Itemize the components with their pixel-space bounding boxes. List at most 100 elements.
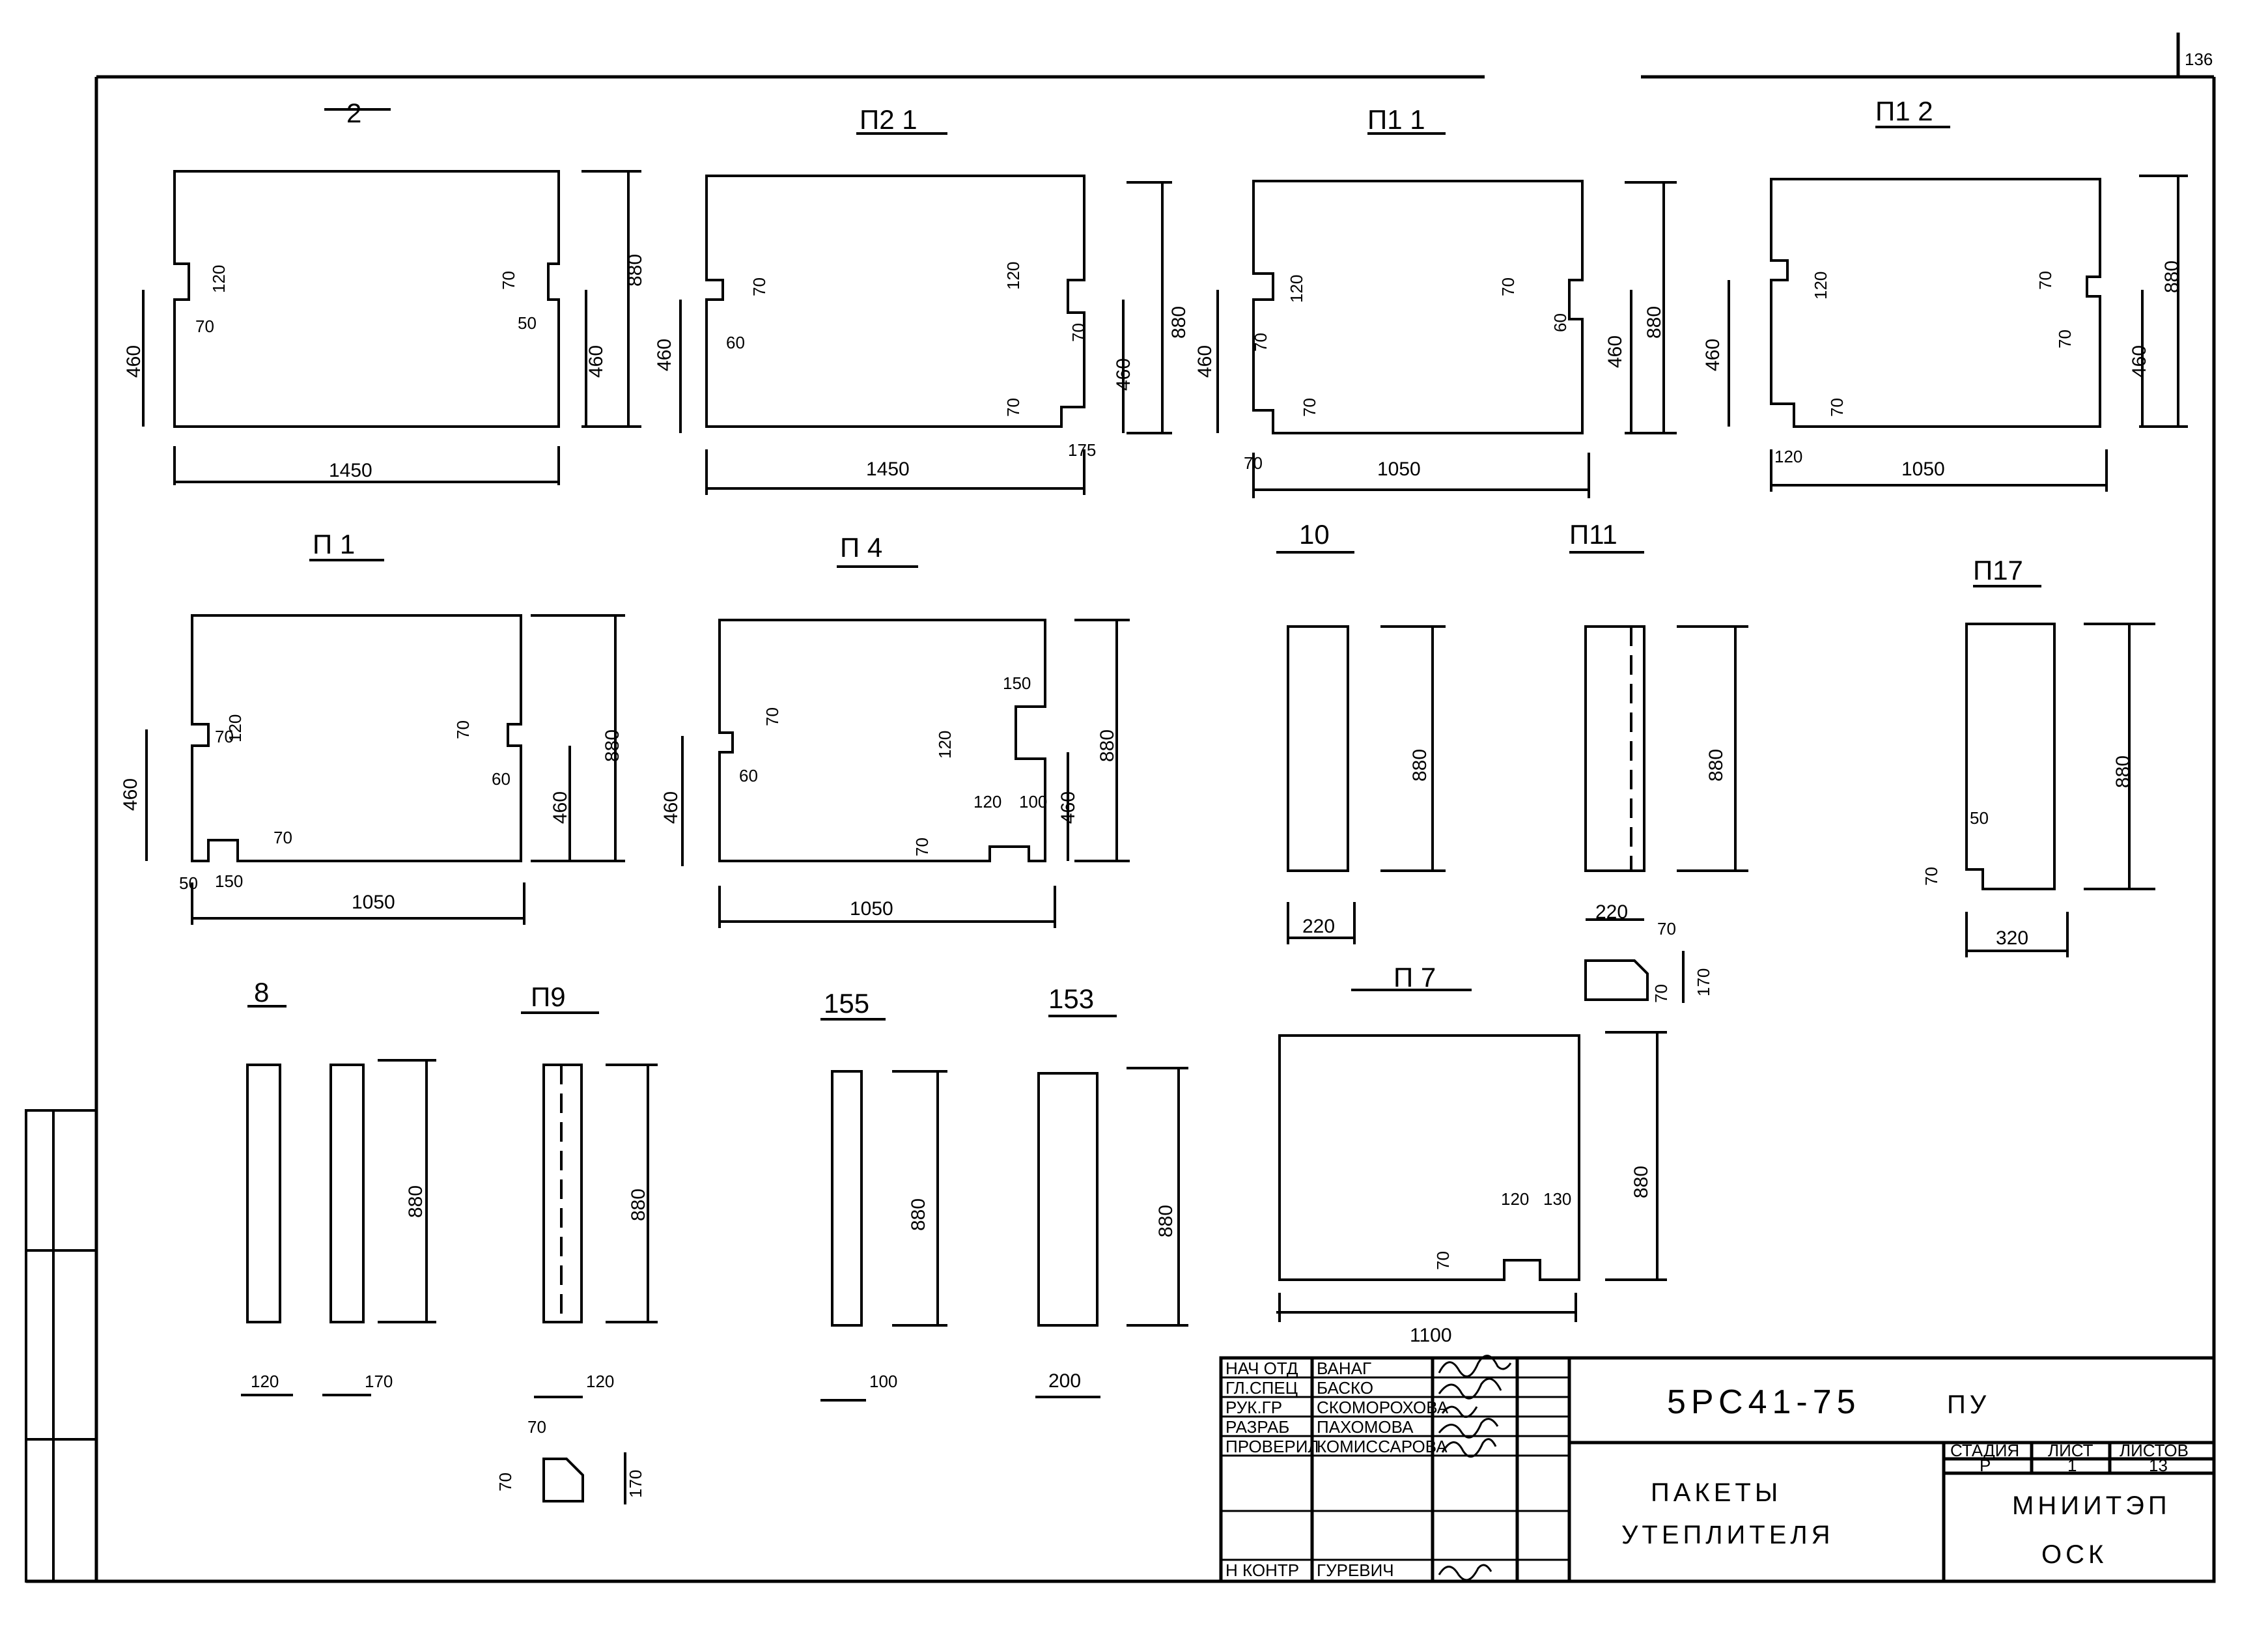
drawing-title-line1: ПАКЕТЫ bbox=[1651, 1478, 1782, 1507]
panel-title: П 1 bbox=[313, 529, 355, 559]
panel-title: 2 bbox=[346, 98, 361, 128]
tb-role-3: РУК.ГР bbox=[1225, 1398, 1282, 1417]
panel-153 bbox=[1035, 1015, 1188, 1398]
dim-left-460: 460 bbox=[1702, 339, 1724, 371]
dim-70b: 70 bbox=[1651, 984, 1671, 1003]
dim-left-460: 460 bbox=[1194, 345, 1216, 378]
panel-p21 bbox=[679, 132, 1172, 495]
panel-title: П 4 bbox=[840, 532, 882, 563]
tb-sheet-header: ЛИСТ bbox=[2048, 1441, 2093, 1460]
panel-p111 bbox=[1569, 551, 1748, 1003]
dim-130: 130 bbox=[1543, 1189, 1571, 1209]
dim-70: 70 bbox=[215, 727, 234, 746]
dim-width: 320 bbox=[1996, 927, 2028, 949]
panel-title: П 7 bbox=[1393, 962, 1436, 993]
panel-title: 10 bbox=[1299, 519, 1330, 550]
panel-title: 8 bbox=[254, 977, 269, 1008]
dim-120: 120 bbox=[1811, 272, 1830, 300]
dim-notch-h: 120 bbox=[209, 265, 229, 293]
dim-70b: 70 bbox=[453, 720, 473, 739]
panel-p11a bbox=[1216, 132, 1677, 498]
dim-70: 70 bbox=[763, 707, 782, 726]
dim-right-460: 460 bbox=[1113, 358, 1134, 391]
dim-notch-r: 70 bbox=[499, 271, 518, 290]
panel-title: П2 1 bbox=[860, 104, 917, 135]
panel-title: 153 bbox=[1048, 983, 1094, 1014]
tb-sheets-header: ЛИСТОВ bbox=[2120, 1441, 2189, 1460]
tb-stage: Р bbox=[1980, 1456, 1991, 1475]
dim-width: 1050 bbox=[1901, 458, 1945, 480]
tb-name-3: СКОМОРОХОВА bbox=[1317, 1398, 1449, 1417]
dim-left-460: 460 bbox=[660, 791, 682, 824]
dim-width: 1100 bbox=[1410, 1325, 1452, 1346]
dim-50: 50 bbox=[179, 873, 198, 893]
dim-120: 120 bbox=[1501, 1189, 1529, 1209]
panel-p1 bbox=[145, 559, 625, 925]
title-block bbox=[1219, 1356, 2216, 1583]
dim-right-460: 460 bbox=[2129, 345, 2150, 378]
dim-70: 70 bbox=[1433, 1251, 1453, 1270]
sheet-number: 136 bbox=[2185, 49, 2213, 69]
drawing-code-suffix: ПУ bbox=[1947, 1390, 1990, 1419]
dim-right-460: 460 bbox=[585, 345, 607, 378]
dim-height: 880 bbox=[1644, 306, 1665, 339]
tb-name-6: ГУРЕВИЧ bbox=[1317, 1560, 1394, 1580]
dim-70b: 70 bbox=[912, 838, 932, 856]
dim-100: 100 bbox=[869, 1372, 897, 1391]
dim-60: 60 bbox=[492, 769, 511, 789]
tb-name-1: ВАНАГ bbox=[1317, 1359, 1371, 1378]
dim-width: 1050 bbox=[352, 892, 395, 913]
tb-name-4: ПАХОМОВА bbox=[1317, 1417, 1414, 1437]
dim-120: 120 bbox=[935, 731, 955, 759]
dim-100: 100 bbox=[1019, 792, 1047, 811]
dim-120: 120 bbox=[586, 1372, 614, 1391]
dim-width: 1050 bbox=[850, 898, 893, 920]
dim-70c: 70 bbox=[273, 828, 292, 847]
panel-155 bbox=[820, 1018, 947, 1402]
dim-170: 170 bbox=[626, 1470, 645, 1498]
dim-right-460: 460 bbox=[1057, 791, 1079, 824]
tb-sheet: 1 bbox=[2067, 1456, 2077, 1475]
panel-title: П9 bbox=[531, 981, 566, 1012]
tb-role-4: РАЗРАБ bbox=[1225, 1417, 1289, 1437]
dim-150: 150 bbox=[1003, 673, 1031, 693]
panel-p17 bbox=[1965, 585, 2155, 957]
dim-height: 880 bbox=[908, 1198, 929, 1231]
panel-title: П17 bbox=[1973, 555, 2023, 585]
dim-170: 170 bbox=[365, 1372, 393, 1391]
dim-height: 880 bbox=[1705, 749, 1727, 782]
dim-120b: 120 bbox=[973, 792, 1001, 811]
dim-height: 880 bbox=[2112, 755, 2134, 788]
tb-sheets: 13 bbox=[2149, 1456, 2168, 1475]
dim-height: 880 bbox=[405, 1185, 427, 1218]
tb-role-6: Н КОНТР bbox=[1225, 1560, 1299, 1580]
tb-org-1: МНИИТЭП bbox=[2012, 1491, 2171, 1520]
panel-p7 bbox=[1276, 989, 1667, 1322]
tb-role-2: ГЛ.СПЕЦ bbox=[1225, 1378, 1298, 1398]
binding-strip bbox=[25, 1109, 98, 1583]
dim-70: 70 bbox=[1657, 919, 1676, 938]
title-block-rows bbox=[1221, 1376, 1569, 1561]
dim-150: 150 bbox=[215, 871, 243, 891]
dim-height: 880 bbox=[602, 729, 623, 762]
dim-height: 880 bbox=[1409, 749, 1431, 782]
dim-50: 50 bbox=[1970, 808, 1989, 828]
dim-notch-w: 70 bbox=[195, 317, 214, 336]
dim-50: 50 bbox=[518, 313, 537, 333]
dim-120: 120 bbox=[1003, 262, 1023, 290]
tb-org-2: ОСК bbox=[2041, 1540, 2107, 1569]
dim-width: 220 bbox=[1302, 916, 1335, 937]
dim-width: 1450 bbox=[329, 460, 372, 481]
dim-70b: 70 bbox=[1069, 323, 1088, 342]
panel-title: 155 bbox=[824, 988, 869, 1019]
panel-p12 bbox=[1728, 126, 2188, 492]
dim-70: 70 bbox=[527, 1417, 546, 1437]
sheet-frame bbox=[26, 33, 2216, 1583]
dim-70d: 70 bbox=[1244, 453, 1263, 473]
tb-name-5: КОМИССАРОВА bbox=[1317, 1437, 1448, 1456]
dim-left-460: 460 bbox=[654, 339, 675, 371]
dim-120b: 120 bbox=[1774, 447, 1802, 466]
dim-120: 120 bbox=[1287, 275, 1306, 303]
dim-70c: 70 bbox=[2055, 330, 2075, 348]
dim-height: 880 bbox=[1097, 729, 1118, 762]
